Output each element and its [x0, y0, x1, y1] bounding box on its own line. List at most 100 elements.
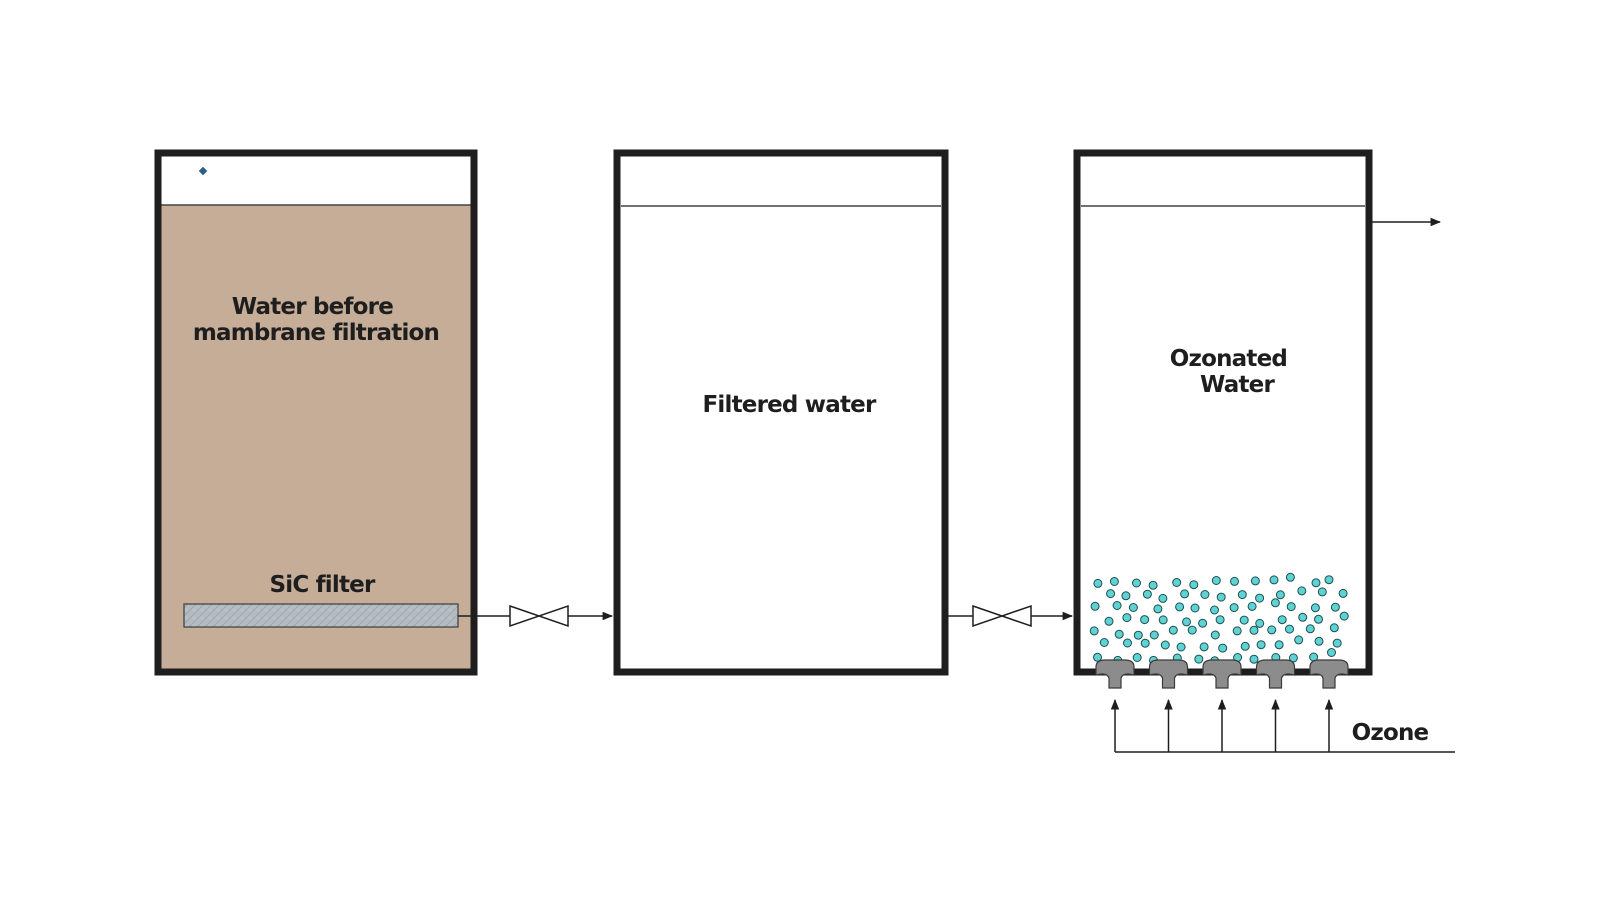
ozone-bubble	[1329, 623, 1339, 633]
ozone-bubble	[1199, 642, 1209, 652]
ozonation-tank-label-line-2: Water	[1200, 372, 1275, 398]
ozone-bubble	[1142, 589, 1152, 599]
ozone-bubble	[1121, 591, 1131, 601]
ozone-bubble	[1106, 589, 1116, 599]
ozone-bubble	[1327, 648, 1336, 657]
ozone-bubble	[1317, 587, 1327, 597]
ozone-bubble	[1256, 640, 1266, 650]
ozone-bubble	[1277, 615, 1287, 625]
ozone-bubble	[1160, 640, 1170, 650]
ozone-bubble	[1112, 601, 1122, 610]
feed-tank-label-line-2: mambrane filtration	[193, 320, 439, 346]
feed-tank-label-line-1: Water before	[232, 294, 393, 320]
level-indicator-icon	[198, 166, 208, 176]
ozone-bubble	[1330, 602, 1340, 612]
sic-filter	[183, 603, 459, 628]
ozone-bubble	[1215, 615, 1225, 625]
ozone-bubble	[1123, 638, 1132, 648]
ozone-bubble	[1153, 604, 1163, 614]
ozone-bubble	[1274, 640, 1284, 650]
ozone-bubble	[1093, 652, 1102, 662]
ozone-bubble	[1187, 625, 1197, 635]
ozone-bubble	[1314, 614, 1323, 624]
ozone-bubble	[1339, 611, 1349, 621]
ozone-label: Ozone	[1352, 720, 1429, 746]
ozone-bubble	[1200, 590, 1210, 599]
filtered-tank-label-line-1: Filtered water	[703, 392, 877, 418]
ozone-bubble	[1229, 603, 1239, 613]
ozone-bubble	[1297, 586, 1307, 596]
ozone-bubble	[1148, 580, 1158, 590]
ozone-bubble	[1149, 630, 1159, 640]
ozone-bubble	[1294, 635, 1304, 645]
valve-1[interactable]	[509, 604, 569, 628]
ozone-bubble	[1093, 578, 1103, 588]
ozone-bubble	[1190, 603, 1200, 613]
ozone-bubble	[1298, 612, 1308, 622]
ozone-bubble	[1099, 638, 1109, 647]
ozone-bubble	[1249, 654, 1259, 664]
ozone-bubble	[1305, 624, 1315, 634]
ozone-bubble	[1132, 578, 1141, 588]
ozone-bubble	[1285, 572, 1295, 582]
feed-tank-border	[154, 149, 478, 676]
feed-tank: Water before mambrane filtration SiC fil…	[154, 149, 478, 676]
ozone-bubble	[1211, 576, 1221, 585]
ozone-bubble	[1132, 653, 1142, 662]
ozone-bubble	[1239, 615, 1249, 625]
valve-2-assembly	[948, 604, 1074, 628]
ozone-bubble	[1237, 590, 1247, 600]
feed-tank-water	[158, 205, 474, 672]
ozone-diffusers	[1095, 659, 1349, 689]
ozone-bubble	[1332, 638, 1342, 648]
ozonation-tank: Ozonated Water	[1073, 149, 1373, 689]
ozone-bubble	[1109, 577, 1119, 586]
diffuser-icon	[1202, 659, 1242, 689]
ozone-bubble	[1176, 642, 1186, 652]
ozone-bubble	[1140, 638, 1150, 648]
filtered-tank-border	[613, 149, 949, 676]
ozone-bubble	[1338, 588, 1348, 598]
ozone-bubble	[1158, 593, 1168, 603]
ozone-bubble	[1232, 626, 1242, 636]
ozone-bubble	[1240, 641, 1250, 651]
ozone-bubble	[1128, 603, 1138, 612]
ozone-bubble	[1249, 625, 1259, 635]
ozone-bubble	[1311, 578, 1321, 588]
ozone-bubble	[1168, 625, 1178, 635]
ozone-bubble	[1189, 580, 1199, 590]
ozone-bubble	[1275, 590, 1285, 600]
ozone-bubble	[1269, 575, 1279, 585]
ozone-bubble	[1286, 602, 1296, 612]
ozone-bubble	[1255, 593, 1265, 603]
ozone-manifold	[1110, 698, 1455, 753]
ozone-bubble	[1314, 636, 1324, 646]
feed-tank-label: Water before mambrane filtration	[193, 294, 439, 346]
diffuser-icon	[1148, 659, 1189, 689]
ozone-bubble	[1270, 598, 1280, 608]
ozone-bubble	[1230, 576, 1239, 586]
ozone-bubble	[1114, 629, 1124, 639]
ozone-bubble	[1158, 615, 1168, 625]
ozone-bubble	[1324, 575, 1334, 585]
ozone-bubble	[1288, 653, 1298, 663]
diffuser-icon	[1309, 659, 1349, 689]
ozone-bubble	[1089, 626, 1099, 636]
ozone-bubble	[1122, 613, 1132, 623]
ozone-bubble	[1285, 624, 1294, 634]
ozone-bubble	[1104, 616, 1114, 626]
ozonation-tank-label-line-1: Ozonated	[1170, 346, 1287, 372]
ozone-bubble	[1250, 576, 1260, 586]
ozone-bubble	[1090, 601, 1100, 611]
valve-2[interactable]	[972, 604, 1032, 628]
valve-1-assembly	[458, 604, 614, 628]
ozone-bubble	[1133, 630, 1143, 640]
ozone-bubble	[1198, 618, 1208, 628]
ozone-bubble	[1218, 643, 1228, 653]
sic-filter-label: SiC filter	[269, 572, 376, 598]
ozone-bubble	[1180, 589, 1190, 599]
filtered-tank: Filtered water	[613, 149, 949, 676]
ozone-bubble	[1255, 618, 1265, 628]
ozone-bubble	[1175, 602, 1185, 612]
